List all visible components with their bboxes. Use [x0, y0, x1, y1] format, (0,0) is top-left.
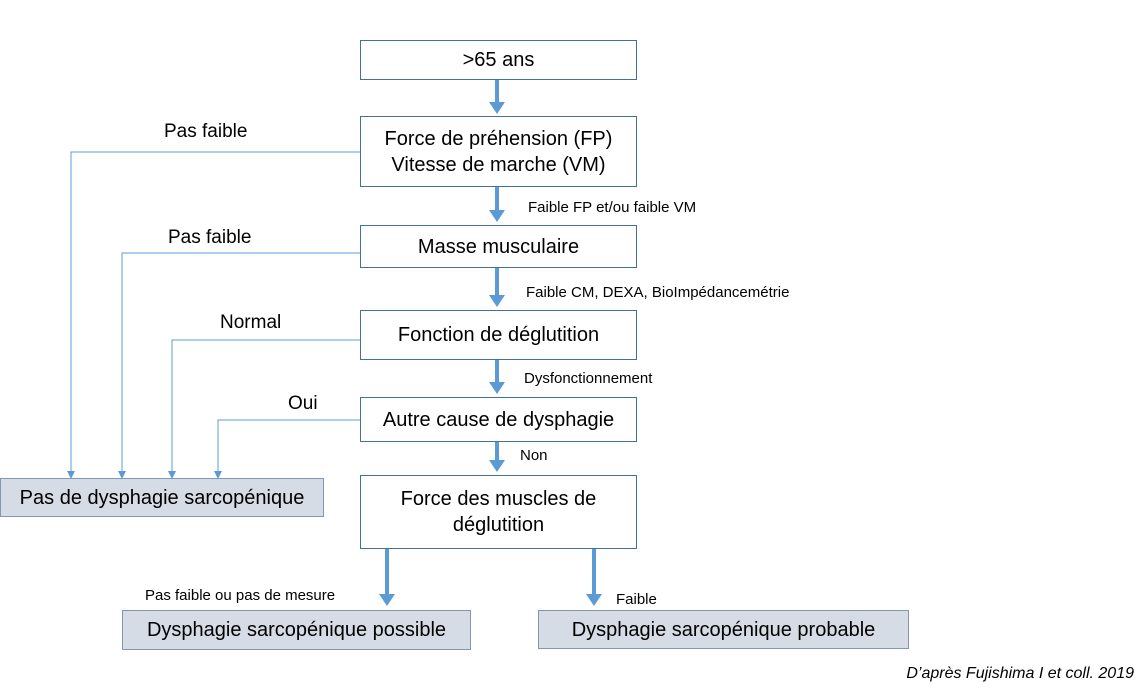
label-mass-exit: Pas faible	[168, 227, 252, 248]
line-swallow-exit	[168, 339, 360, 479]
label-to-probable: Faible	[616, 591, 657, 608]
node-age: >65 ans	[360, 40, 637, 80]
label-swallow-to-other: Dysfonctionnement	[524, 370, 653, 387]
label-other-to-strength: Non	[520, 447, 548, 464]
arrow-swallow-to-other	[489, 360, 505, 394]
label-mass-to-swallow: Faible CM, DEXA, BioImpédancemétrie	[526, 284, 790, 301]
line-mass-exit	[118, 252, 360, 479]
node-possible-text: Dysphagie sarcopénique possible	[146, 619, 447, 641]
label-to-possible: Pas faible ou pas de mesure	[145, 587, 336, 604]
node-muscle-mass-text: Masse musculaire	[417, 235, 580, 258]
node-grip-line2: Vitesse de marche (VM)	[391, 153, 606, 176]
arrow-strength-to-probable	[586, 549, 602, 606]
node-other-cause: Autre cause de dysphagie	[360, 397, 637, 442]
source-citation: D’après Fujishima I et coll. 2019	[906, 665, 1134, 682]
node-grip-gait: Force de préhension (FP) Vitesse de marc…	[360, 116, 637, 187]
arrow-age-to-grip	[489, 80, 505, 114]
arrow-other-to-strength	[489, 442, 505, 472]
node-no-dysphagia: Pas de dysphagie sarcopénique	[0, 478, 324, 517]
node-probable: Dysphagie sarcopénique probable	[538, 610, 909, 649]
arrow-mass-to-swallow	[489, 268, 505, 307]
label-other-exit: Oui	[288, 393, 318, 414]
node-other-cause-text: Autre cause de dysphagie	[382, 408, 615, 431]
node-swallowing-function: Fonction de déglutition	[360, 310, 637, 360]
node-swallow-strength-line2: déglutition	[452, 514, 545, 536]
label-grip-to-mass: Faible FP et/ou faible VM	[528, 199, 697, 216]
node-no-dysphagia-text: Pas de dysphagie sarcopénique	[19, 486, 305, 509]
side-lines	[67, 151, 360, 479]
line-grip-exit	[67, 151, 360, 479]
node-possible: Dysphagie sarcopénique possible	[122, 610, 471, 650]
arrow-strength-to-possible	[379, 549, 395, 606]
node-muscle-mass: Masse musculaire	[360, 225, 637, 268]
node-swallowing-text: Fonction de déglutition	[397, 324, 600, 346]
line-other-exit	[214, 419, 360, 479]
node-swallow-strength: Force des muscles de déglutition	[360, 475, 637, 549]
node-probable-text: Dysphagie sarcopénique probable	[571, 618, 876, 641]
node-grip-line1: Force de préhension (FP)	[384, 127, 613, 150]
node-age-text: >65 ans	[462, 49, 535, 71]
main-arrows	[379, 80, 602, 606]
node-swallow-strength-line1: Force des muscles de	[400, 488, 597, 510]
label-grip-exit: Pas faible	[164, 121, 248, 142]
arrow-grip-to-mass	[489, 187, 505, 222]
label-swallow-exit: Normal	[220, 312, 282, 333]
